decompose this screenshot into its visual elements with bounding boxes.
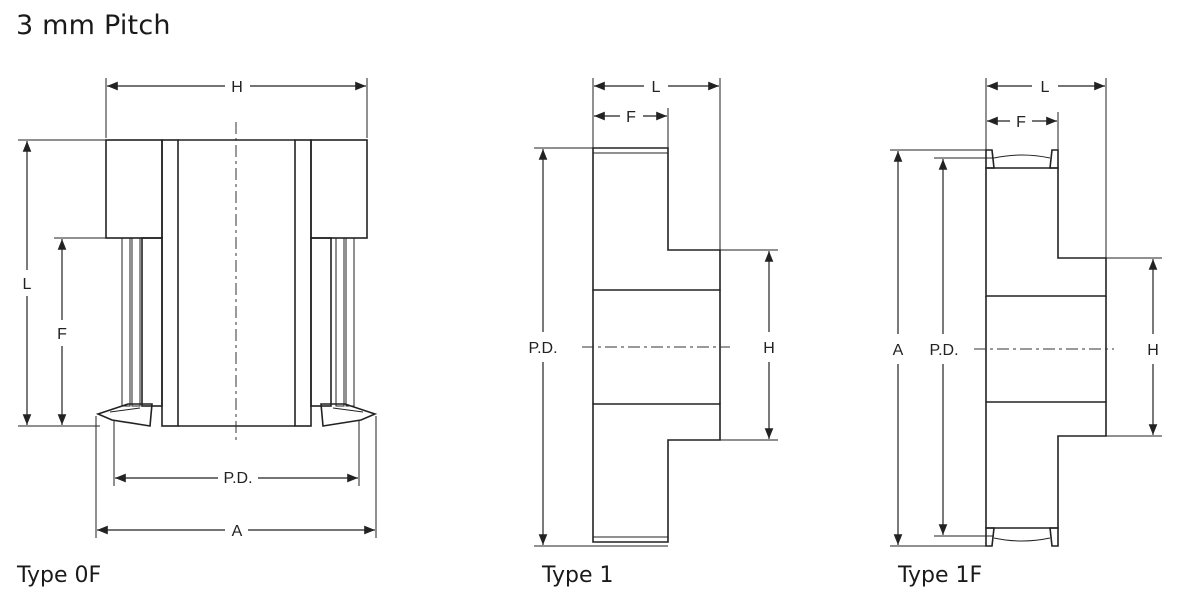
dim-a-label: A xyxy=(232,523,243,540)
dim-h-label: H xyxy=(1147,342,1159,359)
type-1f-label: Type 1F xyxy=(898,563,983,588)
type-0f-label: Type 0F xyxy=(17,563,102,588)
dim-a-label: A xyxy=(893,342,904,359)
dim-f-label: F xyxy=(57,326,67,343)
type-1-label: Type 1 xyxy=(542,563,614,588)
dim-l-label: L xyxy=(23,276,32,293)
dim-h-label: H xyxy=(231,79,243,96)
dim-h-label: H xyxy=(763,340,775,357)
type-0f-drawing: H L F xyxy=(18,78,378,540)
type-1-drawing: L F P.D. H xyxy=(528,78,778,547)
dim-l-label: L xyxy=(652,79,661,96)
dim-l-label: L xyxy=(1041,79,1050,96)
type-1f-drawing: L F A P.D. H xyxy=(890,78,1162,547)
dim-pd-label: P.D. xyxy=(223,470,252,487)
dim-f-label: F xyxy=(1016,114,1026,131)
page-title: 3 mm Pitch xyxy=(16,10,171,41)
dim-pd-label: P.D. xyxy=(528,340,557,357)
dim-f-label: F xyxy=(626,109,636,126)
dim-pd-label: P.D. xyxy=(929,342,958,359)
